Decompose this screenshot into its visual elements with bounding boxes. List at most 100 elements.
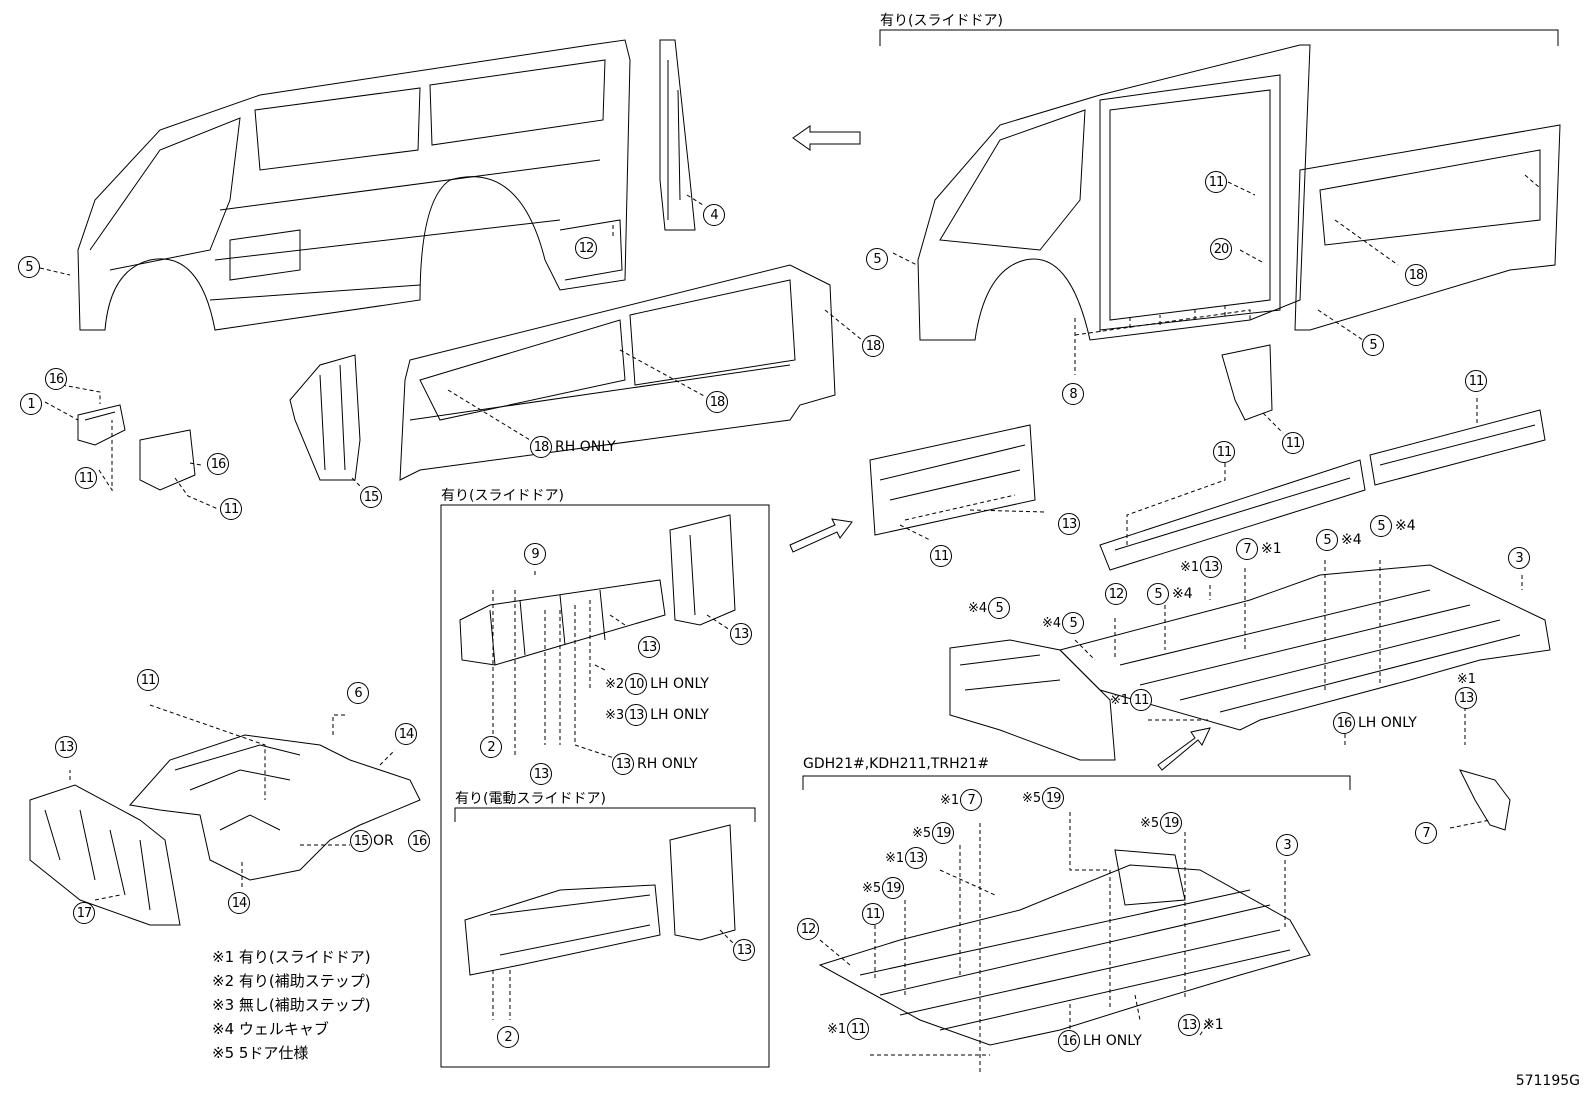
callout: 11 [75,467,97,489]
callout: 13 [1058,513,1080,535]
note-3: ※3 無し(補助ステップ) [212,996,371,1014]
quarter-inner-panel [1294,124,1561,331]
callout: 17 [73,902,95,924]
callout: 3 [1508,547,1530,569]
callout: 11 [1465,370,1487,392]
callout: 5 [18,256,40,278]
step-member-9 [459,579,666,666]
rocker-sill-11b [1369,409,1546,486]
arrow-upright-1 [789,518,853,553]
callout: 7※1 [1236,538,1282,560]
callout: 18 [706,391,728,413]
models-bracket [802,775,1351,790]
callout: 5※4 [1147,583,1193,605]
step-member-power [464,884,661,976]
rocker-sill-11 [1099,459,1366,571]
bracket-part-7 [1459,769,1511,831]
callout: 11 [1282,432,1304,454]
note-4: ※4 ウェルキャブ [212,1020,329,1038]
notes-legend: ※1 有り(スライドドア) ※2 有り(補助ステップ) ※3 無し(補助ステップ… [212,945,371,1065]
caption-slide-door-box: 有り(スライドドア) [441,488,564,504]
callout: 16 [408,830,430,852]
caption-power-slide-door: 有り(電動スライドドア) [455,791,606,807]
callout: 11 [220,498,242,520]
callout: 9 [524,543,546,565]
callout: 12 [797,918,819,940]
callout: 20 [1210,238,1232,260]
callout: 3 [1276,834,1298,856]
callout: 5※4 [1316,529,1362,551]
callout: 13 [730,623,752,645]
callout: 12 [1105,583,1127,605]
callout: 11 [137,669,159,691]
floor-pan-3-lower [818,849,1311,1046]
callout: 16 [207,453,229,475]
callout: 13 [638,636,660,658]
callout: 13※1 [1178,1014,1224,1036]
callout: 14 [395,723,417,745]
pillar-part-4 [659,39,696,231]
callout: 13 [733,939,755,961]
caption-slide-door-top: 有り(スライドドア) [880,13,1003,29]
dash-panel-17 [29,784,181,926]
callout: 8 [1062,383,1084,405]
rear-floor-pan-3 [1059,564,1551,731]
note-5: ※5 5ドア仕様 [212,1044,309,1062]
callout: 7 [1415,822,1437,844]
arrow-upright-2 [1157,727,1211,771]
front-floor-pan-14 [129,734,421,881]
callout: 13 [55,736,77,758]
callout: 5 [866,248,888,270]
bracket-part-1 [77,404,126,446]
power-slide-bracket [454,807,756,822]
callout: 12 [575,237,597,259]
callout: 13 [530,763,552,785]
callout: 1 [20,393,42,415]
callout: 11 [930,545,952,567]
pillar-inner-15 [289,354,361,481]
callout: 11 [1205,171,1227,193]
callout: 11 [1213,441,1235,463]
diagram-code: 571195G [1515,1073,1580,1089]
floor-crossmember-13 [869,424,1036,536]
bracket-top-right [879,29,1559,46]
bracket-part-11 [1221,344,1273,421]
arrow-left [792,125,861,151]
callout: 18 [862,335,884,357]
caption-models: GDH21#,KDH211,TRH21# [803,756,990,772]
front-floor-side-5 [949,639,1116,761]
bracket-part-16 [139,429,196,491]
callout: 2 [497,1026,519,1048]
callout: 5※4 [1370,515,1416,537]
body-side-outer-panel [77,39,631,331]
callout: 18 [1405,264,1427,286]
pillar-base-power [669,824,736,941]
body-side-slide-door [917,44,1311,341]
pillar-base-13 [669,514,736,626]
inner-side-panel-18 [399,264,836,481]
note-2: ※2 有り(補助ステップ) [212,972,371,990]
slide-door-inset-box [440,504,770,1068]
callout: 4 [703,204,725,226]
